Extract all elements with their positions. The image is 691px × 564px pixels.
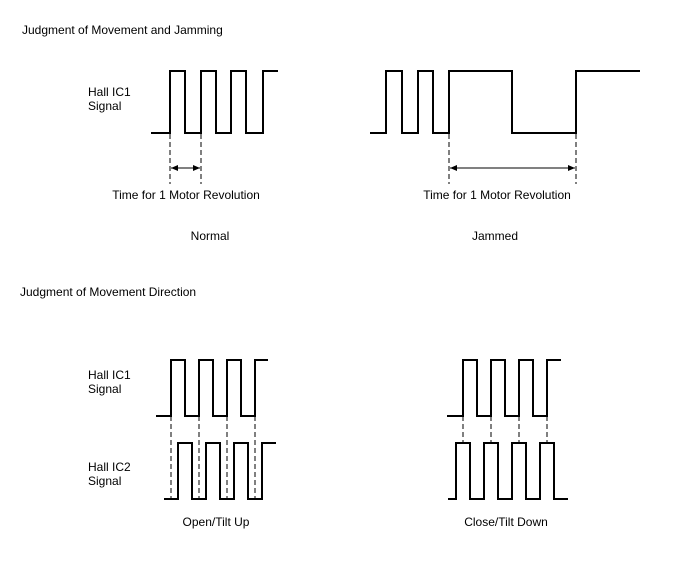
jammed-caption: Jammed [471,229,519,243]
section-title-movement-jamming: Judgment of Movement and Jamming [22,23,223,37]
hall-ic1-signal-label: Hall IC1 Signal [88,85,131,113]
section-title-movement-direction: Judgment of Movement Direction [20,285,197,299]
dashed-guide-lines [169,134,577,499]
hall-ic2-direction-label: Hall IC2 Signal [88,460,131,488]
normal-hall-ic1-waveform [151,70,278,134]
close-hall-ic2-waveform [448,442,568,500]
jammed-hall-ic1-waveform [370,70,640,134]
close-hall-ic1-waveform [447,359,561,417]
normal-revolution-time-label: Time for 1 Motor Revolution [112,188,260,202]
open-hall-ic2-waveform [164,442,276,500]
open-tilt-up-caption: Open/Tilt Up [182,515,250,529]
close-tilt-down-caption: Close/Tilt Down [464,515,548,529]
open-hall-ic1-waveform [156,359,268,417]
jammed-revolution-time-label: Time for 1 Motor Revolution [423,188,571,202]
hall-ic1-direction-label: Hall IC1 Signal [88,368,131,396]
normal-caption: Normal [190,229,230,243]
